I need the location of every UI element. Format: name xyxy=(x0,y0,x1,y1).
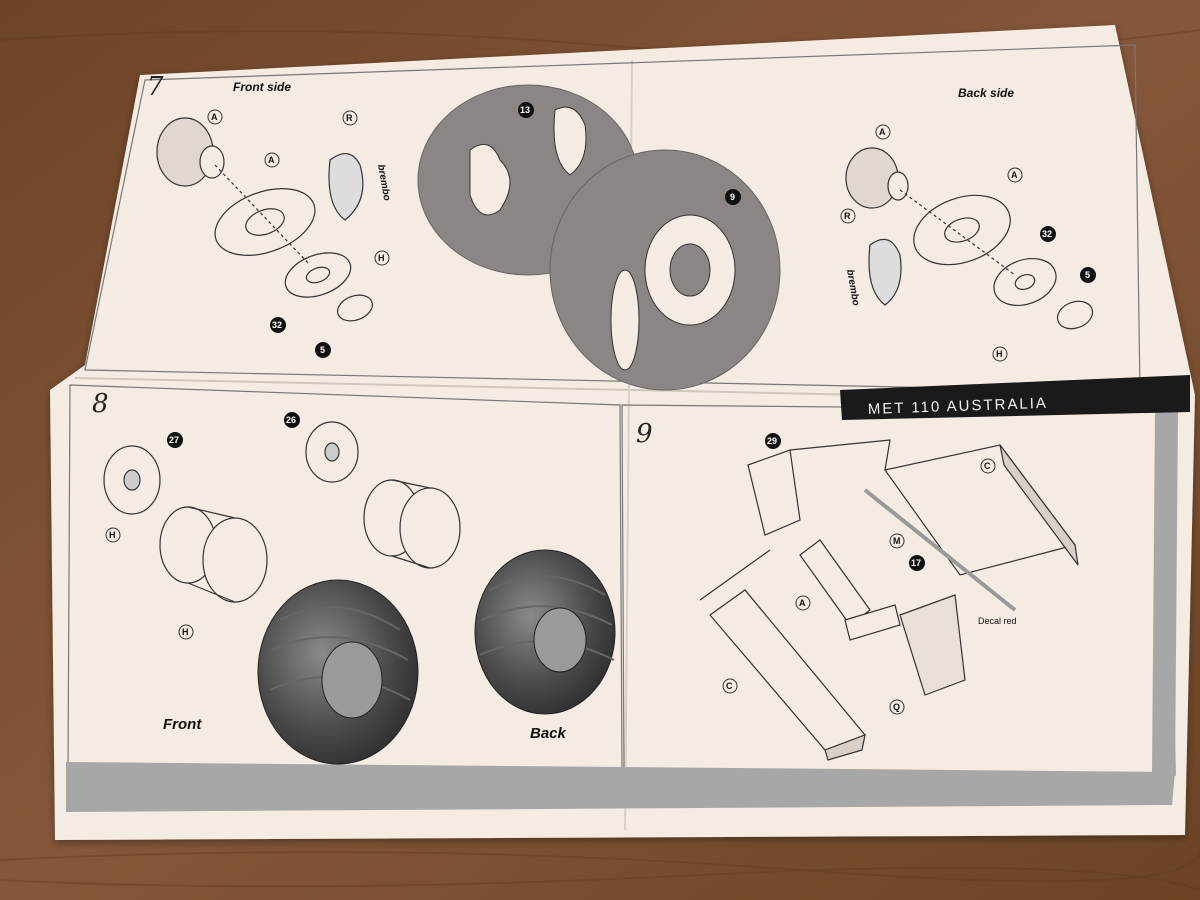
marker-a4: A xyxy=(1007,167,1023,183)
marker-32b: 32 xyxy=(1040,226,1056,242)
model-banner xyxy=(840,375,1190,420)
marker-m1: M xyxy=(889,533,905,549)
marker-5a: 5 xyxy=(315,342,331,358)
marker-h4: H xyxy=(178,624,194,640)
svg-text:A: A xyxy=(799,598,806,608)
marker-h2: H xyxy=(992,346,1008,362)
marker-a3: A xyxy=(875,124,891,140)
svg-text:H: H xyxy=(182,627,189,637)
marker-a5: A xyxy=(795,595,811,611)
marker-32a: 32 xyxy=(270,317,286,333)
back-label: Back xyxy=(530,725,567,742)
marker-29: 29 xyxy=(765,433,781,449)
svg-text:R: R xyxy=(844,211,851,221)
marker-q1: Q xyxy=(889,699,905,715)
svg-text:H: H xyxy=(109,530,116,540)
svg-text:A: A xyxy=(1011,170,1018,180)
svg-text:9: 9 xyxy=(730,192,735,202)
svg-text:26: 26 xyxy=(286,415,296,425)
svg-text:C: C xyxy=(726,681,733,691)
marker-17: 17 xyxy=(909,555,925,571)
step-9-number: 9 xyxy=(636,419,653,449)
marker-r1: R xyxy=(342,110,358,126)
back-side-label: Back side xyxy=(958,86,1014,100)
svg-text:5: 5 xyxy=(320,345,325,355)
front-label: Front xyxy=(163,716,202,733)
svg-text:H: H xyxy=(378,253,385,263)
model-banner-text: MET 110 AUSTRALIA xyxy=(868,395,1049,418)
front-side-label: Front side xyxy=(233,80,291,94)
svg-text:32: 32 xyxy=(272,320,282,330)
svg-text:A: A xyxy=(211,112,218,122)
back-tire xyxy=(474,549,616,715)
svg-text:R: R xyxy=(346,113,353,123)
svg-text:13: 13 xyxy=(520,105,530,115)
svg-text:M: M xyxy=(893,536,901,546)
marker-a2: A xyxy=(264,152,280,168)
svg-text:H: H xyxy=(996,349,1003,359)
svg-text:32: 32 xyxy=(1042,229,1052,239)
marker-26: 26 xyxy=(284,412,300,428)
marker-9: 9 xyxy=(725,189,741,205)
rear-wing-assembly xyxy=(699,439,1079,761)
back-hub-assembly xyxy=(845,147,1094,330)
right-gray-strip xyxy=(1152,410,1178,775)
front-tire xyxy=(257,579,419,765)
step-7-number: 7 xyxy=(147,72,164,102)
marker-r2: R xyxy=(840,208,856,224)
marker-13: 13 xyxy=(518,102,534,118)
decal-red-label: Decal red xyxy=(978,616,1017,626)
back-wheel-assembly xyxy=(305,421,461,569)
bottom-gray-band xyxy=(66,762,1175,812)
marker-c2: C xyxy=(722,678,738,694)
marker-h3: H xyxy=(105,527,121,543)
front-wheel-assembly xyxy=(103,445,268,603)
svg-text:27: 27 xyxy=(169,435,179,445)
svg-text:A: A xyxy=(268,155,275,165)
front-hub-assembly xyxy=(156,117,374,322)
svg-text:A: A xyxy=(879,127,886,137)
step-8-number: 8 xyxy=(92,389,109,419)
marker-27: 27 xyxy=(167,432,183,448)
svg-text:Q: Q xyxy=(893,702,900,712)
marker-h1: H xyxy=(374,250,390,266)
svg-text:17: 17 xyxy=(911,558,921,568)
svg-text:C: C xyxy=(984,461,991,471)
svg-text:29: 29 xyxy=(767,436,777,446)
brake-disc-detail xyxy=(549,149,781,391)
marker-a1: A xyxy=(207,109,223,125)
marker-c1: C xyxy=(980,458,996,474)
svg-text:5: 5 xyxy=(1085,270,1090,280)
marker-5b: 5 xyxy=(1080,267,1096,283)
